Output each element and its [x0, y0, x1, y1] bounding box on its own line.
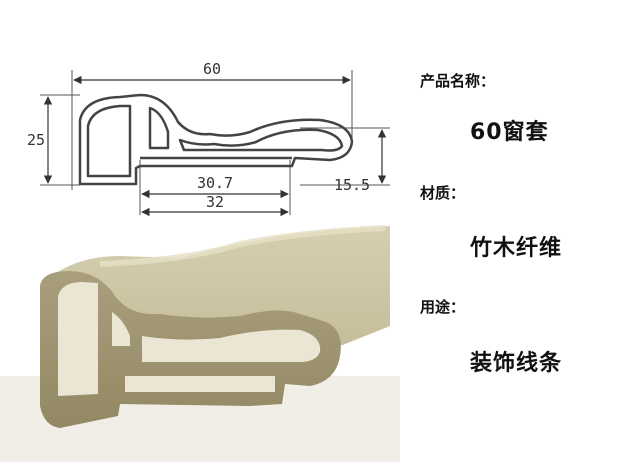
usage-label: 用途： — [420, 298, 466, 316]
product-name-value: 60窗套 — [470, 120, 549, 145]
product-photo — [0, 225, 400, 462]
profile-outline — [78, 93, 354, 186]
profile-drawing: 60 25 30.7 32 15.5 — [27, 60, 390, 217]
dim-label-base-width: 32 — [206, 193, 224, 211]
material-value: 竹木纤维 — [470, 236, 563, 261]
dim-label-height: 25 — [27, 131, 45, 149]
product-name-label: 产品名称： — [420, 72, 496, 90]
dim-label-width: 60 — [203, 60, 221, 78]
dim-label-right-height: 15.5 — [334, 176, 370, 194]
usage-value: 装饰线条 — [470, 351, 563, 376]
material-label: 材质： — [420, 184, 466, 202]
dim-label-inner-width: 30.7 — [197, 174, 233, 192]
